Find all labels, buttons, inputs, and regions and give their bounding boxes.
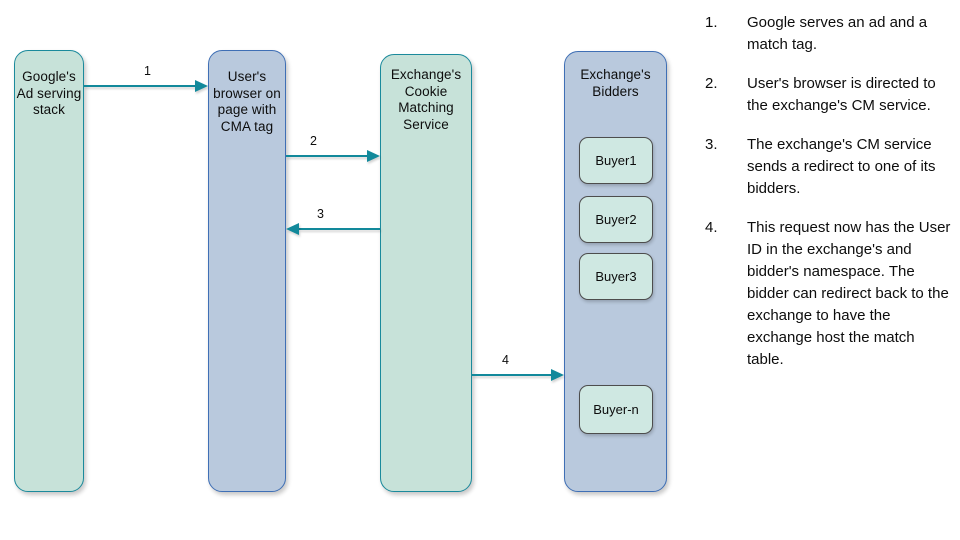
arrow-4-number: 4 [502,353,509,367]
buyer-box-n[interactable]: Buyer-n [579,385,653,434]
step-2-text: User's browser is directed to the exchan… [747,75,936,114]
arrow-3-number: 3 [317,207,324,221]
step-1-number: 1. [705,14,718,31]
arrow-3-line [299,228,380,231]
steps-list: 1. Google serves an ad and a match tag. … [705,12,953,388]
step-3-number: 3. [705,136,718,153]
arrow-3-head-icon [286,222,299,235]
arrow-2-line [286,155,367,158]
list-item: 3. The exchange's CM service sends a red… [705,134,953,200]
arrow-1-line [84,85,195,88]
arrow-4-line [472,374,551,377]
step-2-number: 2. [705,75,718,92]
arrow-2: 2 [286,134,380,162]
step-1-text: Google serves an ad and a match tag. [747,14,928,53]
arrow-3: 3 [286,207,380,235]
list-item: 4. This request now has the User ID in t… [705,217,953,371]
buyer-box-3[interactable]: Buyer3 [579,253,653,300]
arrow-1-number: 1 [144,64,151,78]
list-item: 1. Google serves an ad and a match tag. [705,12,953,56]
arrow-2-head-icon [367,149,380,162]
step-4-number: 4. [705,219,718,236]
step-4-text: This request now has the User ID in the … [747,219,951,368]
arrow-4-head-icon [551,368,564,381]
arrow-2-number: 2 [310,134,317,148]
arrow-4: 4 [472,353,564,381]
step-3-text: The exchange's CM service sends a redire… [747,136,936,197]
buyer-box-2[interactable]: Buyer2 [579,196,653,243]
list-item: 2. User's browser is directed to the exc… [705,73,953,117]
arrow-1-head-icon [195,79,208,92]
arrow-1: 1 [84,64,208,92]
buyer-box-1[interactable]: Buyer1 [579,137,653,184]
